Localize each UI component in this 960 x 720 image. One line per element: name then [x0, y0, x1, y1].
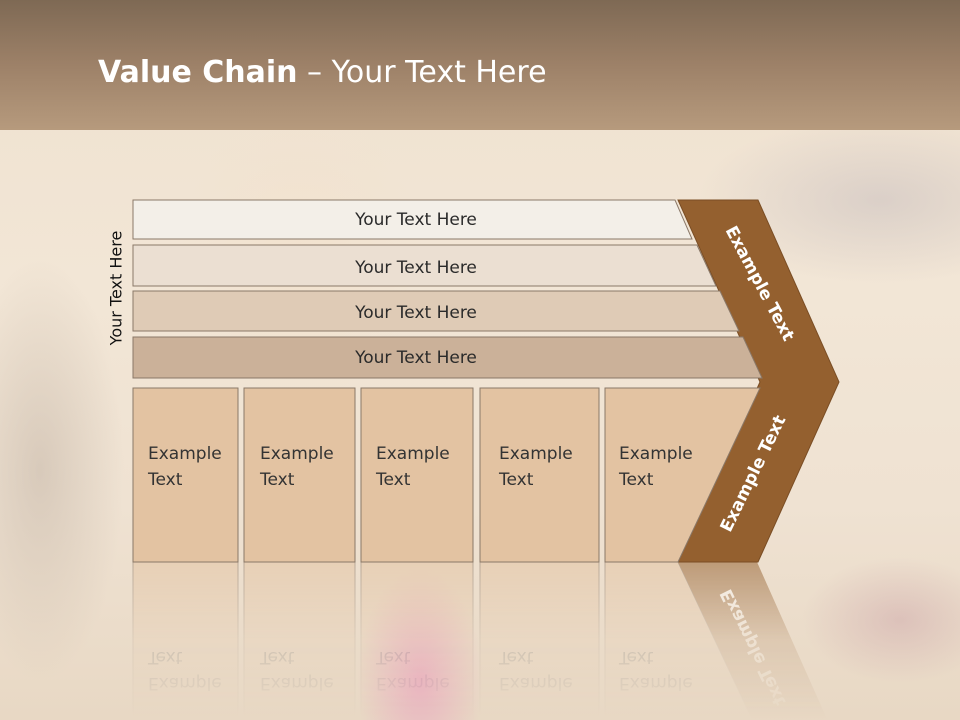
- reflection-text-2b: Example: [260, 673, 334, 693]
- box-5-line1: Example: [619, 444, 693, 464]
- box-2: [243, 387, 356, 563]
- reflection-text-4: Text: [498, 647, 534, 667]
- reflection-chevron: [678, 562, 828, 720]
- bar-2-label: Your Text Here: [354, 258, 477, 278]
- reflection-text-2: Text: [259, 647, 295, 667]
- box-3-line2: Text: [375, 470, 411, 490]
- box-1: [132, 387, 239, 563]
- reflection-text-5: Text: [618, 647, 654, 667]
- box-1-line1: Example: [148, 444, 222, 464]
- bar-1: [132, 199, 693, 240]
- box-3: [360, 387, 474, 563]
- box-2-line1: Example: [260, 444, 334, 464]
- box-4-line2: Text: [498, 470, 534, 490]
- reflection-text-5b: Example: [619, 673, 693, 693]
- slide-title: Value Chain – Your Text Here: [98, 55, 547, 90]
- reflection-box-2: [243, 561, 356, 720]
- reflection-box-1: [132, 561, 239, 720]
- reflection-text-4b: Example: [499, 673, 573, 693]
- chevron-arrow: [677, 199, 840, 563]
- reflection-text-1: Text: [147, 647, 183, 667]
- bar-2: [132, 244, 717, 287]
- box-4-line1: Example: [499, 444, 573, 464]
- bar-1-label: Your Text Here: [354, 210, 477, 230]
- title-band: [0, 0, 960, 130]
- bar-3: [132, 290, 740, 332]
- box-5-line2: Text: [618, 470, 654, 490]
- bar-4-label: Your Text Here: [354, 348, 477, 368]
- reflection-box-3: [360, 561, 474, 720]
- reflection-box-4: [479, 561, 600, 720]
- title-bold: Value Chain: [98, 55, 298, 90]
- box-1-line2: Text: [147, 470, 183, 490]
- box-3-line1: Example: [376, 444, 450, 464]
- box-4: [479, 387, 600, 563]
- bar-3-label: Your Text Here: [354, 303, 477, 323]
- diagram-reflection: Text Example Text Example Text Example T…: [132, 561, 828, 720]
- box-2-line2: Text: [259, 470, 295, 490]
- box-5: [604, 387, 761, 563]
- title-rest: – Your Text Here: [297, 55, 547, 90]
- reflection-text-1b: Example: [148, 673, 222, 693]
- reflection-text-3b: Example: [376, 673, 450, 693]
- reflection-text-3: Text: [375, 647, 411, 667]
- bar-4: [132, 336, 763, 379]
